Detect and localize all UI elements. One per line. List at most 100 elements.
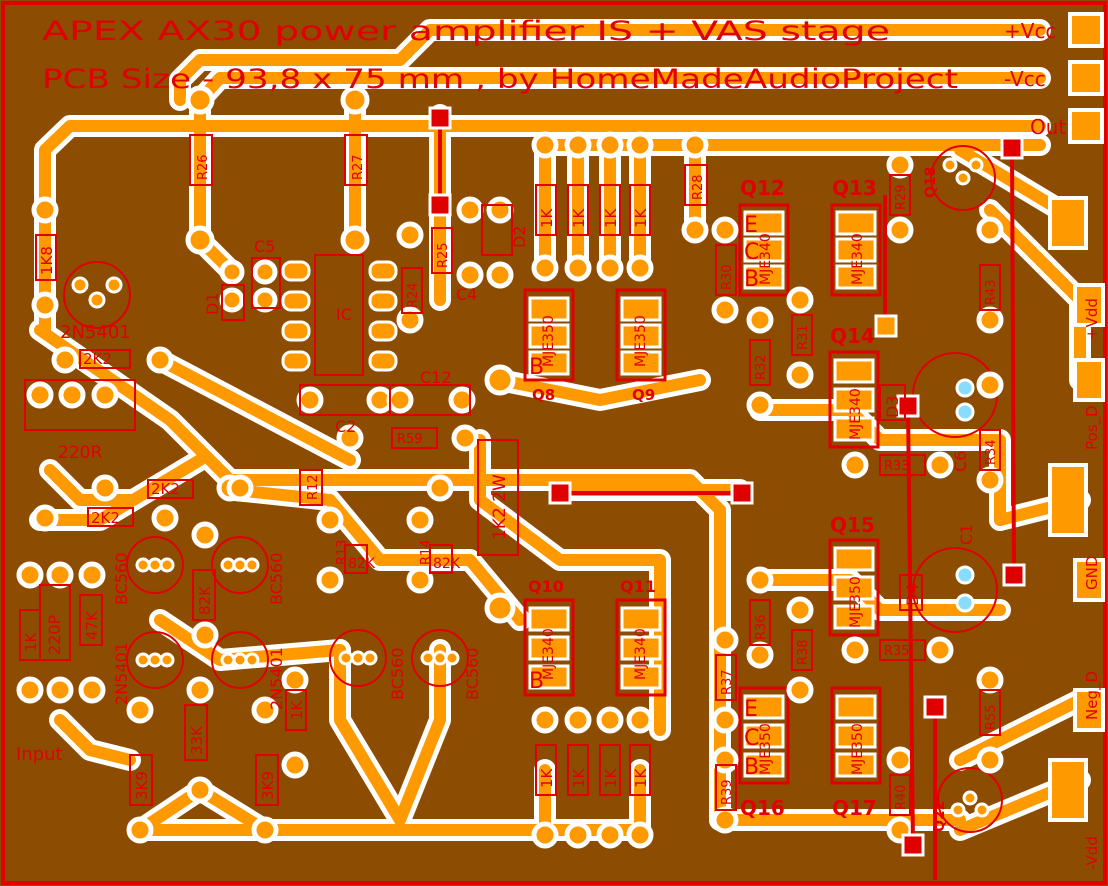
label-gnd: GND — [1083, 556, 1101, 590]
cap-diode-labels: C5 C12 C2 C4 C6 C1 220P D1 D2 D3 D4 — [45, 226, 976, 656]
resistor-labels: R26 R27 R28 R29 R30 R31 R32 R33 R34 R43 … — [196, 154, 999, 810]
value-82k-1: 82K — [196, 585, 214, 615]
label-q13: Q13 — [832, 176, 877, 200]
label-c1: C1 — [957, 524, 976, 545]
label-out: Out — [1030, 115, 1066, 139]
label-mje350-q9: MJE350 — [633, 315, 649, 367]
value-1k-bot-3: 1K — [602, 767, 620, 788]
label-r43: R43 — [984, 279, 999, 305]
label-r34: R34 — [984, 439, 999, 465]
label-mje340-q14: MJE340 — [848, 388, 864, 440]
value-2k2-1: 2K2 — [83, 350, 112, 368]
label-vcc-neg: -Vcc — [1004, 67, 1046, 91]
value-1k-top-1: 1K — [538, 207, 556, 228]
label-r27: R27 — [351, 154, 366, 180]
jumper-pads — [428, 106, 1026, 857]
jumper-wires — [438, 118, 1016, 880]
to126-pads — [528, 210, 877, 778]
label-vcc-pos: +Vcc — [1004, 19, 1056, 43]
connector-pads-right — [1048, 196, 1105, 822]
value-3k9-2: 3K9 — [259, 771, 277, 800]
label-q12: Q12 — [740, 176, 785, 200]
ic-outline — [314, 254, 364, 376]
label-d3: D3 — [883, 396, 902, 419]
label-bc560-3: BC560 — [388, 648, 407, 700]
label-mje350-q16: MJE350 — [758, 723, 774, 775]
label-r55: R55 — [984, 704, 999, 730]
pin-b-q10: B — [529, 669, 544, 694]
pin-b-q16: B — [744, 755, 759, 780]
label-mje340-q13: MJE340 — [850, 233, 866, 285]
transistor-labels: Q12 Q13 Q14 Q15 Q16 Q17 Q10 Q11 Q8 Q9 Q1… — [528, 167, 948, 832]
pin-c-q12: C — [744, 240, 759, 265]
label-mje350-q8: MJE350 — [541, 315, 557, 367]
value-1k-bot-1: 1K — [538, 767, 556, 788]
label-mje340-q11: MJE340 — [633, 628, 649, 680]
label-r29: R29 — [894, 184, 909, 210]
electrolytic-pads — [955, 378, 975, 613]
label-q15: Q15 — [830, 513, 875, 537]
value-1k2-2w: 1K2 2W — [490, 474, 510, 540]
label-2n5401-2: 2N5401 — [112, 642, 131, 705]
label-q18: Q18 — [923, 167, 939, 198]
value-1k-input: 1K — [22, 631, 40, 652]
label-r38: R38 — [796, 639, 811, 665]
label-r13: R13 — [335, 539, 350, 565]
pin-c-q16: C — [744, 726, 759, 751]
title-line-2: PCB Size - 93,8 x 75 mm , by HomeMadeAud… — [42, 64, 958, 95]
label-r37: R37 — [720, 669, 735, 695]
part-labels: MJE350 MJE350 MJE340 MJE340 MJE340 MJE34… — [60, 233, 866, 775]
value-82k-3: 82K — [433, 556, 461, 572]
value-2k2-3: 2K2 — [91, 509, 120, 527]
label-neg-d: Neg_D — [1083, 671, 1102, 720]
label-r28: R28 — [691, 174, 706, 200]
label-r25: R25 — [436, 242, 451, 268]
connector-vcc — [1068, 12, 1104, 144]
pin-b-q12: B — [744, 267, 759, 292]
label-q14: Q14 — [830, 324, 875, 348]
value-1k-top-2: 1K — [570, 207, 588, 228]
value-1k-small: 1K — [288, 699, 306, 720]
label-mje350-q15: MJE350 — [848, 576, 864, 628]
label-c6: C6 — [951, 451, 970, 472]
label-bc560-2: BC560 — [267, 553, 286, 605]
label-r26: R26 — [196, 154, 211, 180]
value-3k9-1: 3K9 — [133, 771, 151, 800]
label-q9: Q9 — [632, 386, 655, 404]
pin-e-q12: E — [744, 213, 758, 238]
label-c12: C12 — [420, 368, 452, 387]
label-r31: R31 — [796, 324, 811, 350]
connector-labels: +Vcc -Vcc Out Input — [16, 19, 1066, 765]
label-r12: R12 — [306, 474, 321, 500]
pin-e-q16: E — [744, 697, 758, 722]
label-d1: D1 — [203, 293, 222, 316]
value-82k-2: 82K — [348, 556, 376, 572]
label-ic: IC — [336, 305, 352, 324]
label-d2: D2 — [510, 226, 529, 249]
label-bc560-1: BC560 — [112, 553, 131, 605]
value-1k-top-4: 1K — [632, 207, 650, 228]
resistor-outlines — [19, 134, 1001, 816]
label-d4: D4 — [903, 584, 922, 607]
label-r33: R33 — [884, 459, 910, 474]
label-2n5401-1: 2N5401 — [60, 322, 131, 343]
label-r32: R32 — [754, 354, 769, 380]
label-r39: R39 — [720, 779, 735, 805]
value-1k8: 1K8 — [38, 246, 56, 275]
label-c4: C4 — [456, 285, 477, 304]
label-bc560-4: BC560 — [463, 648, 482, 700]
title-block: APEX AX30 power amplifier IS + VAS stage… — [42, 16, 958, 95]
connector-labels-rotated: +Vdd Pos_D GND Neg_D -Vdd — [1083, 298, 1102, 870]
value-47k: 47K — [83, 610, 101, 640]
label-q8: Q8 — [532, 386, 555, 404]
value-33k: 33K — [188, 725, 206, 755]
label-q10: Q10 — [528, 577, 564, 596]
label-r36: R36 — [754, 614, 769, 640]
label-r40: R40 — [894, 784, 909, 810]
ic-pads — [281, 260, 398, 372]
label-2n5401-3: 2N5401 — [267, 647, 286, 710]
label-q17: Q17 — [832, 796, 877, 820]
pin-letters: E C B E C B B B — [529, 213, 759, 780]
